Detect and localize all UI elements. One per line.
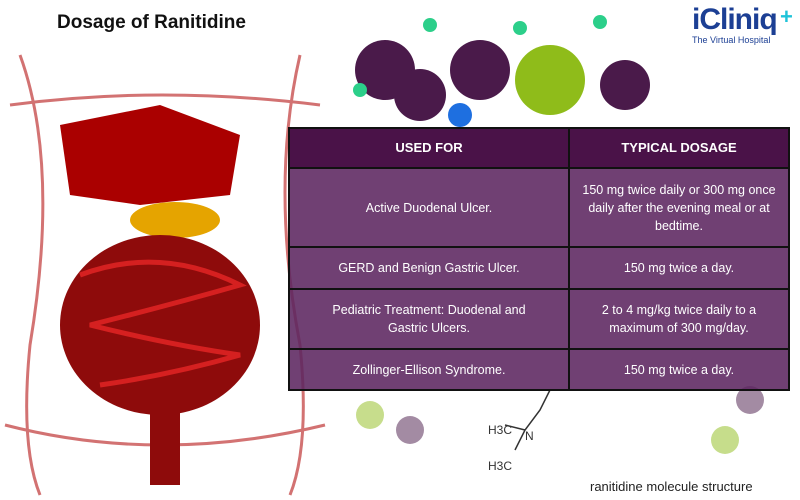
table-row: Pediatric Treatment: Duodenal and Gastri…	[288, 288, 790, 350]
dosage-cell: 2 to 4 mg/kg twice daily to a maximum of…	[568, 288, 790, 350]
svg-text:N: N	[525, 429, 534, 443]
logo-brand: iCliniq	[692, 3, 778, 36]
used-for-cell: Pediatric Treatment: Duodenal and Gastri…	[288, 288, 570, 350]
table-row: GERD and Benign Gastric Ulcer. 150 mg tw…	[288, 246, 790, 290]
dosage-cell: 150 mg twice daily or 300 mg once daily …	[568, 167, 790, 248]
used-for-cell: GERD and Benign Gastric Ulcer.	[288, 246, 570, 290]
svg-text:H3C: H3C	[488, 423, 512, 437]
anatomy-illustration	[4, 54, 326, 496]
molecule-illustration: H3C N H3C	[353, 15, 764, 473]
used-for-cell: Active Duodenal Ulcer.	[288, 167, 570, 248]
table-row: Active Duodenal Ulcer. 150 mg twice dail…	[288, 167, 790, 248]
table-header-row: USED FOR TYPICAL DOSAGE	[288, 127, 790, 169]
used-for-cell: Zollinger-Ellison Syndrome.	[288, 348, 570, 391]
plus-icon: +	[780, 4, 793, 29]
svg-text:H3C: H3C	[488, 459, 512, 473]
page-title: Dosage of Ranitidine	[57, 12, 246, 33]
iclinic-logo: iCliniq + The Virtual Hospital	[692, 3, 796, 46]
logo-tagline: The Virtual Hospital	[692, 35, 771, 45]
table-row: Zollinger-Ellison Syndrome. 150 mg twice…	[288, 348, 790, 391]
dosage-table: USED FOR TYPICAL DOSAGE Active Duodenal …	[288, 127, 790, 391]
header-typical-dosage: TYPICAL DOSAGE	[568, 127, 790, 169]
dosage-cell: 150 mg twice a day.	[568, 246, 790, 290]
dosage-cell: 150 mg twice a day.	[568, 348, 790, 391]
molecule-caption: ranitidine molecule structure	[590, 479, 753, 494]
header-used-for: USED FOR	[288, 127, 570, 169]
